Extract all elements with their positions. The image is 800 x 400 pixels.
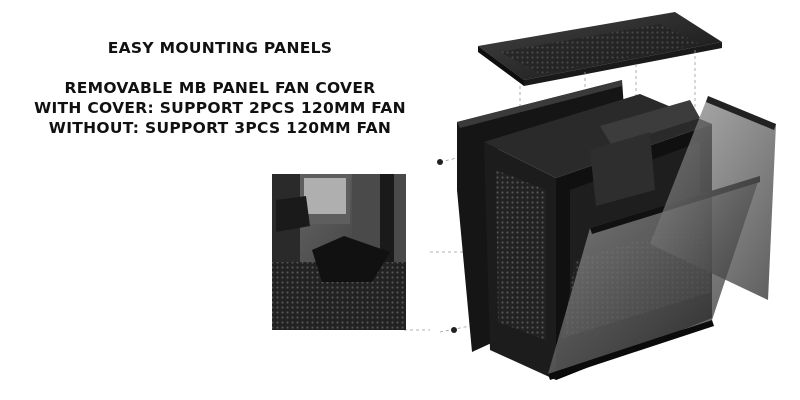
headline: EASY MOUNTING PANELS <box>107 39 333 57</box>
screw-icons <box>437 159 457 333</box>
feature-line-with-cover: WITH COVER: SUPPORT 2PCS 120MM FAN <box>34 99 406 117</box>
feature-line-fan-cover: REMOVABLE MB PANEL FAN COVER <box>64 79 376 97</box>
feature-text-block: EASY MOUNTING PANELS REMOVABLE MB PANEL … <box>0 38 440 138</box>
feature-line-without-cover: WITHOUT: SUPPORT 3PCS 120MM FAN <box>48 119 392 137</box>
top-panel <box>478 12 722 86</box>
side-glass-panel <box>650 96 776 300</box>
inset-closeup-image <box>272 174 406 330</box>
